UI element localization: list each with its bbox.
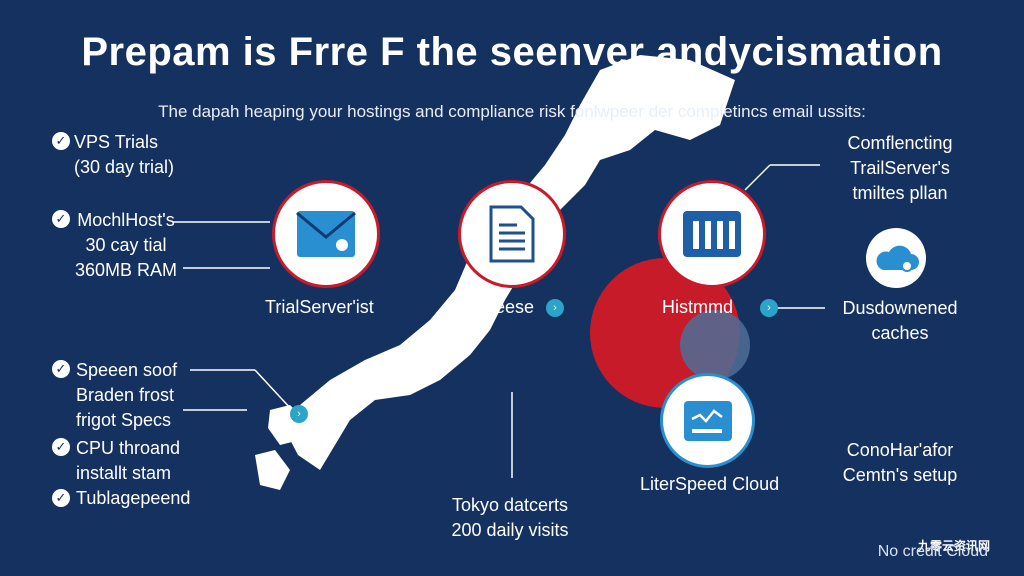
page-title: Prepam is Frre F the seenver andycismati… (81, 30, 943, 74)
watermark: 九零云资讯网 (917, 539, 990, 553)
right-note-bottom: ConoHar'afor Cemtn's setup (842, 440, 958, 485)
right-note-top: Comflencting TrailServer's tmiltes pllan (847, 133, 953, 203)
chart-monitor-icon (683, 400, 732, 441)
document-node[interactable] (458, 180, 566, 288)
list-item: CPU throand installt stam (76, 438, 181, 483)
check-icon: ✓ (52, 210, 70, 228)
node-label-histmmd: Histmmd (662, 297, 733, 317)
dot-icon: › (546, 299, 564, 317)
server-icon (683, 211, 741, 257)
check-icon: ✓ (52, 360, 70, 378)
node-label-litespeed: LiterSpeed Cloud (640, 474, 780, 494)
monitor-node[interactable] (660, 373, 755, 468)
list-item: Speeen soof Braden frost frigot Specs (76, 360, 178, 430)
page-subtitle: The dapah heaping your hostings and comp… (158, 102, 866, 121)
node-label-bafeese: Bafeese (468, 297, 535, 317)
email-node[interactable] (272, 180, 380, 288)
footer-text: No credit Cloud (877, 543, 988, 560)
cloud-node[interactable] (866, 228, 926, 288)
center-note: Tokyo datcerts 200 daily visits (451, 495, 569, 540)
server-node[interactable] (658, 180, 766, 288)
check-icon: ✓ (52, 438, 70, 456)
list-item: MochlHost's 30 cay tial 360MB RAM (74, 210, 178, 280)
node-label-trialserver: TrialServer'ist (265, 297, 374, 317)
dot-icon: › (290, 405, 308, 423)
document-icon (489, 205, 535, 263)
cloud-icon (876, 245, 919, 272)
dot-icon: › (760, 299, 778, 317)
envelope-icon (296, 211, 356, 257)
check-icon: ✓ (52, 489, 70, 507)
list-item: VPS Trials (30 day trial) (74, 132, 175, 177)
list-item: Tublagepeend (76, 488, 191, 508)
right-note-middle: Dusdownened caches (842, 298, 958, 343)
check-icon: ✓ (52, 132, 70, 150)
